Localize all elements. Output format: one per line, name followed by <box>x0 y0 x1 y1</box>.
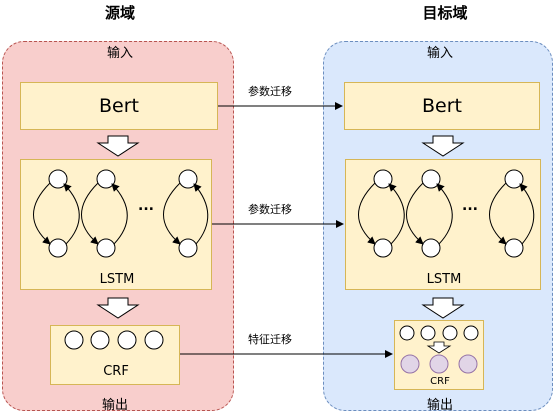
source-lstm-cells <box>33 169 209 258</box>
source-lstm-cell-2 <box>81 169 128 258</box>
source-crf-nodes <box>64 330 164 350</box>
target-bert-box: Bert <box>344 82 540 130</box>
source-flow-arrow-1 <box>96 135 140 157</box>
target-bert-label: Bert <box>422 95 462 117</box>
transfer-label-lstm: 参数迁移 <box>246 201 294 217</box>
source-lstm-cell-1 <box>33 169 80 258</box>
target-domain-title: 目标域 <box>422 4 468 22</box>
target-input-label: 输入 <box>426 46 453 61</box>
target-lstm-cell-2 <box>406 169 453 258</box>
target-flow-arrow-1 <box>421 135 465 157</box>
target-output-label: 输出 <box>426 398 453 413</box>
transfer-label-bert: 参数迁移 <box>246 83 294 99</box>
source-lstm-ellipsis: ... <box>138 198 154 214</box>
target-crf-label: CRF <box>430 376 450 387</box>
source-flow-arrow-2 <box>96 297 140 319</box>
source-bert-label: Bert <box>99 95 139 117</box>
source-crf-label: CRF <box>103 364 129 379</box>
target-lstm-cell-1 <box>358 169 405 258</box>
target-crf-nodes-bottom <box>400 354 478 374</box>
source-output-label: 输出 <box>101 398 128 413</box>
target-crf-inner-arrow <box>426 341 452 354</box>
target-lstm-ellipsis: ... <box>462 198 478 214</box>
source-lstm-cell-3 <box>163 169 209 258</box>
source-domain-title: 源域 <box>104 4 135 22</box>
target-lstm-cell-3 <box>489 169 535 258</box>
target-flow-arrow-2 <box>421 297 465 319</box>
transfer-label-crf: 特征迁移 <box>246 331 294 347</box>
source-input-label: 输入 <box>106 46 133 61</box>
target-lstm-cells <box>358 169 535 258</box>
source-lstm-label: LSTM <box>99 272 135 287</box>
target-crf-nodes-top <box>399 325 479 341</box>
source-bert-box: Bert <box>20 82 218 130</box>
target-lstm-label: LSTM <box>426 272 462 287</box>
